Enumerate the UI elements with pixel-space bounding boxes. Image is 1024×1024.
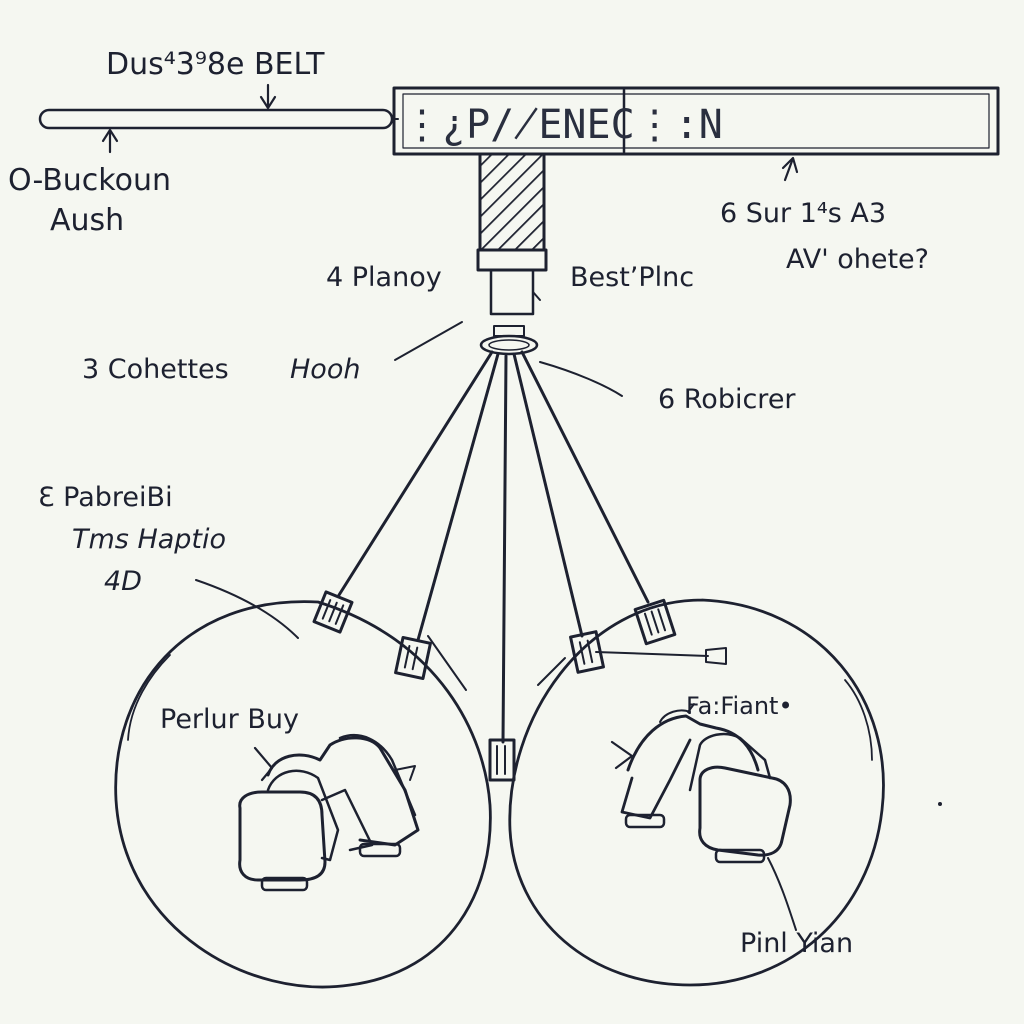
label-tms-haptio: Tms Haptio <box>72 524 226 555</box>
wire-clamp-5 <box>633 598 677 646</box>
right-device <box>610 703 792 864</box>
hatched-post <box>476 152 548 316</box>
label-best-plnc: Best’Plnc <box>570 262 694 293</box>
label-perlur-buy: Perlur Buy <box>160 704 299 735</box>
label-av-ohete: AV' ohete? <box>786 244 929 275</box>
label-robicrer: 6 Robicrer <box>658 384 796 415</box>
belt-arrow <box>259 83 277 110</box>
stray-dot <box>938 802 942 806</box>
hub-ring <box>479 325 539 356</box>
label-planoy: 4 Planoy <box>326 262 442 293</box>
wire-clamp-1 <box>312 590 354 634</box>
box-arrow <box>781 156 799 182</box>
belt-rod <box>38 108 399 130</box>
label-hooh: Hooh <box>290 354 360 385</box>
left-circle <box>114 600 492 989</box>
label-aush: Aush <box>50 203 124 238</box>
label-pabrei: Ɛ PabreiBi <box>38 482 173 513</box>
label-buckoun: O-Buckoun <box>8 163 171 198</box>
label-cohettes: 3 Cohettes <box>82 354 229 385</box>
pointer-pin <box>595 647 727 665</box>
wire-clamp-3 <box>488 738 516 782</box>
suspension-wires <box>337 350 650 744</box>
buckoun-arrow <box>101 128 119 154</box>
label-pinl-yian: Pinl Yian <box>740 928 853 959</box>
label-fa-fiant: Fa:Fiant• <box>686 692 793 720</box>
label-4d: 4D <box>104 566 142 597</box>
left-device <box>238 733 420 892</box>
box-text: ⋮¿P/̸ENEC⋮:N <box>402 102 723 148</box>
right-circle <box>508 598 885 987</box>
label-sur-as: 6 Sur 1⁴s A3 <box>720 198 886 229</box>
top-box: ⋮¿P/̸ENEC⋮:N <box>392 86 1000 156</box>
wire-clamp-2 <box>394 635 432 681</box>
label-top-belt: Dus⁴3⁹8e BELT <box>106 47 325 82</box>
